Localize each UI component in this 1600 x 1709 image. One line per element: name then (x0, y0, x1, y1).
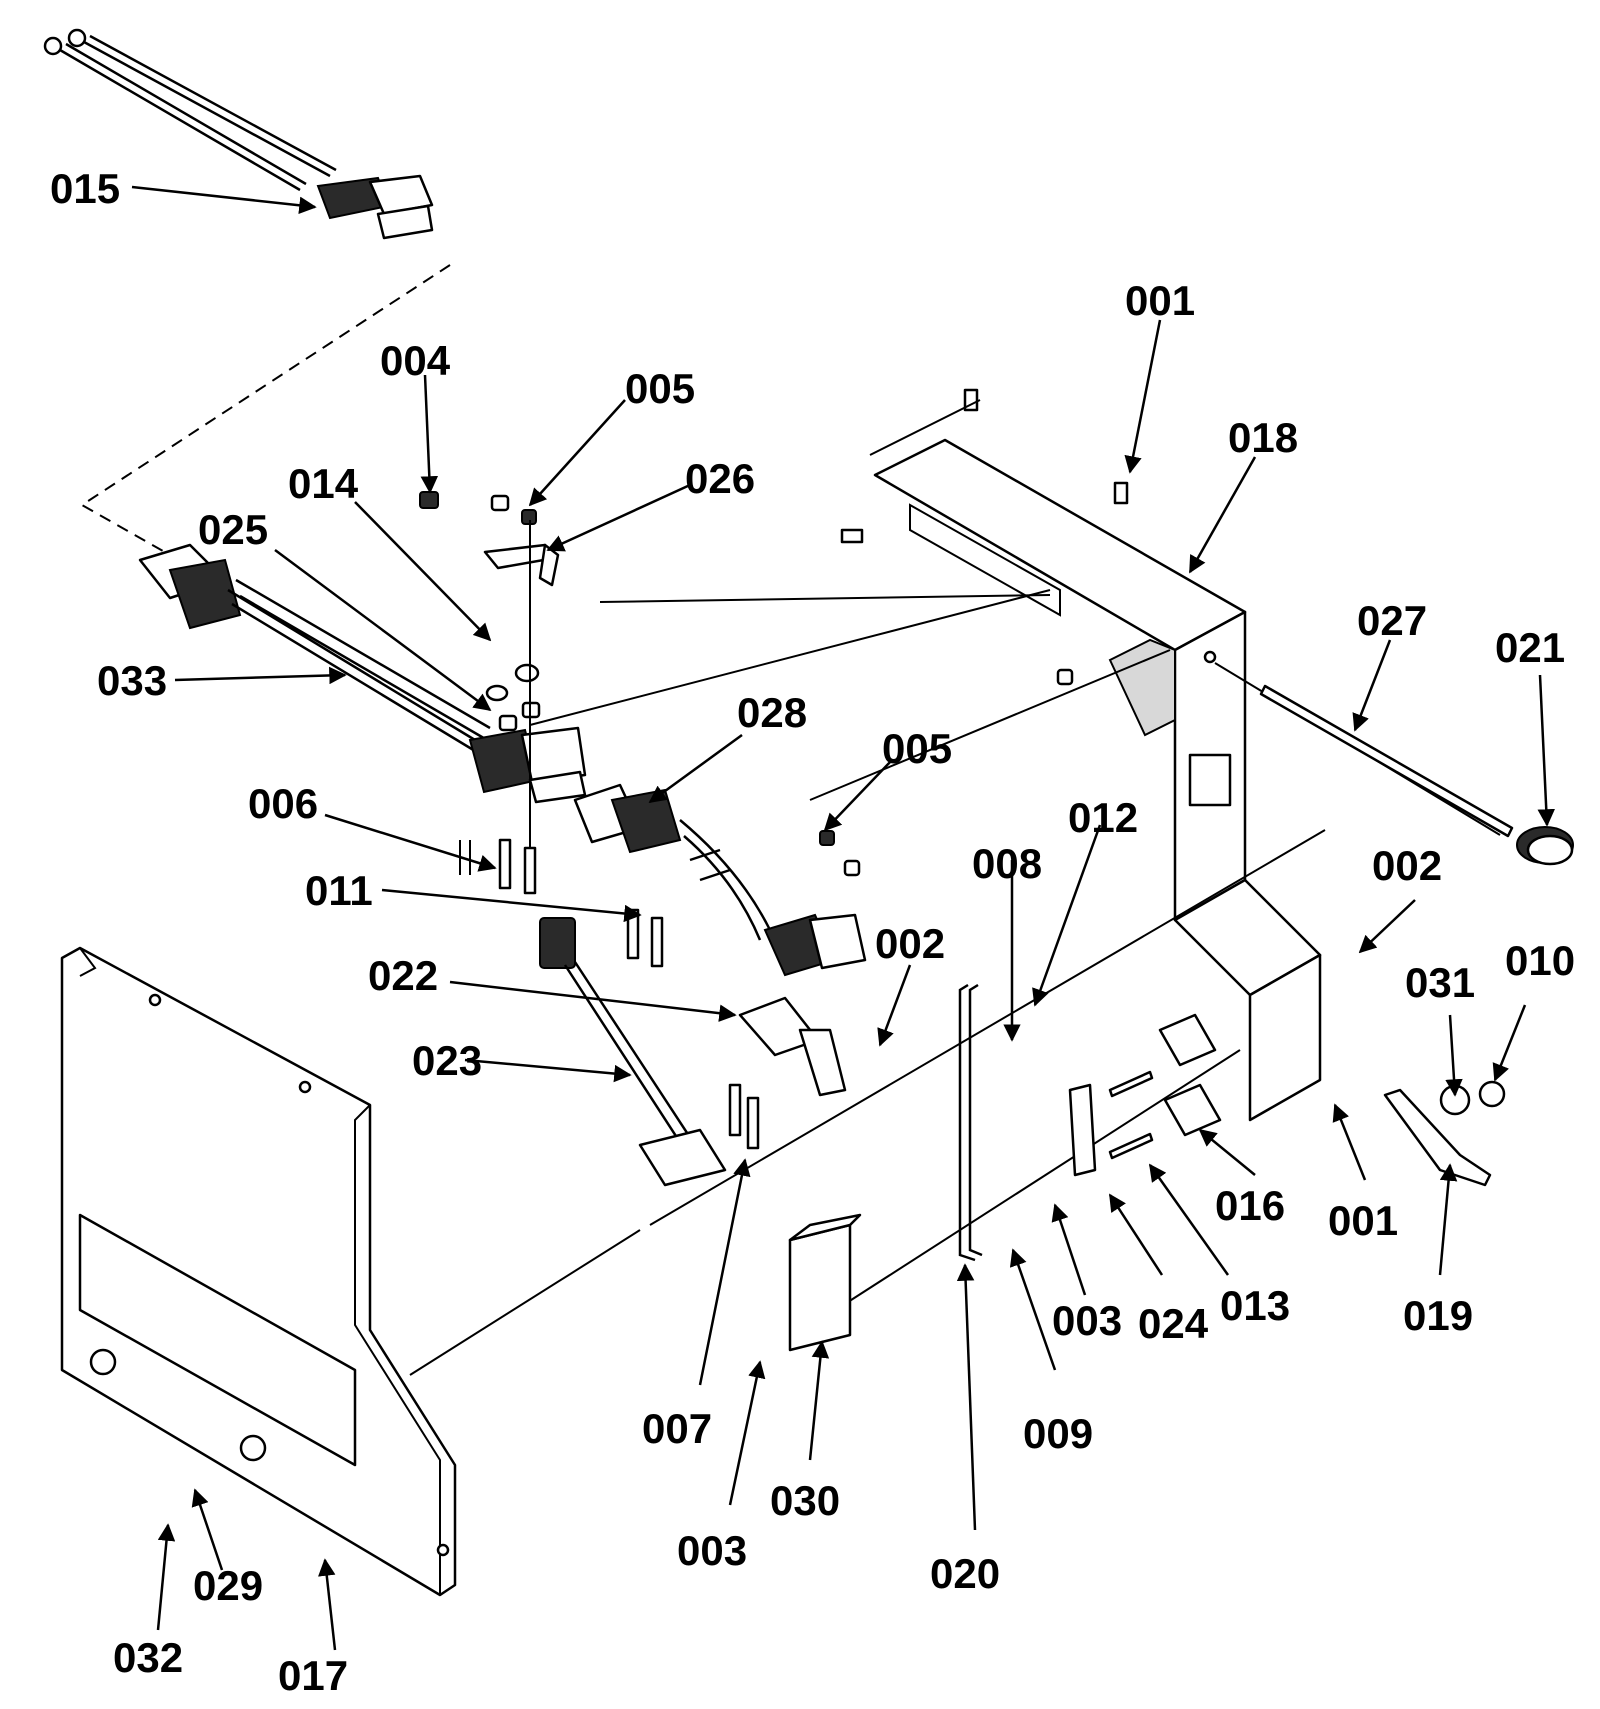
callout-028: 028 (737, 689, 807, 736)
callout-008: 008 (972, 840, 1042, 887)
part-030-block (788, 1213, 862, 1352)
fastener-hardware (419, 388, 1129, 1150)
callout-014: 014 (288, 460, 359, 507)
callout-005-mid: 005 (882, 725, 952, 772)
callout-003-mid: 003 (1052, 1297, 1122, 1344)
callout-017: 017 (278, 1652, 348, 1699)
leader-lines (131, 185, 1556, 1651)
callout-002-mid: 002 (875, 920, 945, 967)
callout-004: 004 (380, 337, 451, 384)
callout-002-right: 002 (1372, 842, 1442, 889)
part-033-cable-assembly (138, 543, 587, 804)
part-021-knob (1516, 826, 1574, 866)
callout-labels: 015 004 005 026 001 018 014 025 033 027 … (50, 165, 1575, 1699)
callout-005-top: 005 (625, 365, 695, 412)
callout-032: 032 (113, 1634, 183, 1681)
callout-023: 023 (412, 1037, 482, 1084)
part-018-main-bracket (873, 438, 1322, 1122)
callout-009: 009 (1023, 1410, 1093, 1457)
callout-033: 033 (97, 657, 167, 704)
callout-012: 012 (1068, 794, 1138, 841)
part-019-lever (1383, 1080, 1506, 1187)
callout-001-bottom: 001 (1328, 1197, 1398, 1244)
callout-011: 011 (305, 867, 373, 914)
part-015-cable-connector (43, 28, 434, 240)
callout-029: 029 (193, 1562, 263, 1609)
callout-007: 007 (642, 1405, 712, 1452)
callout-010: 010 (1505, 937, 1575, 984)
part-023-sensor-lead (539, 917, 727, 1187)
callout-026: 026 (685, 455, 755, 502)
part-020-rod (958, 983, 983, 1262)
callout-030: 030 (770, 1477, 840, 1524)
part-028-connector-cable (573, 783, 867, 977)
callout-025: 025 (198, 506, 268, 553)
part-016-rollers (1158, 1013, 1222, 1137)
part-013-pins (1108, 1070, 1154, 1160)
callout-018: 018 (1228, 414, 1298, 461)
callout-024: 024 (1138, 1300, 1209, 1347)
part-027-rod (1259, 684, 1514, 838)
callout-015: 015 (50, 165, 120, 212)
callout-022: 022 (368, 952, 438, 999)
part-024-bracket (1068, 1083, 1097, 1177)
callout-006: 006 (248, 780, 318, 827)
part-026-small-bracket (483, 543, 560, 587)
callout-027: 027 (1357, 597, 1427, 644)
callout-020: 020 (930, 1550, 1000, 1597)
callout-013: 013 (1220, 1282, 1290, 1329)
callout-021: 021 (1495, 624, 1565, 671)
callout-031: 031 (1405, 959, 1475, 1006)
callout-016: 016 (1215, 1182, 1285, 1229)
part-022-plate (738, 996, 847, 1097)
callout-003-bottom: 003 (677, 1527, 747, 1574)
alignment-dashed-line (80, 264, 451, 556)
callout-019: 019 (1403, 1292, 1473, 1339)
callout-001-top: 001 (1125, 277, 1195, 324)
part-017-side-cover (60, 946, 457, 1597)
